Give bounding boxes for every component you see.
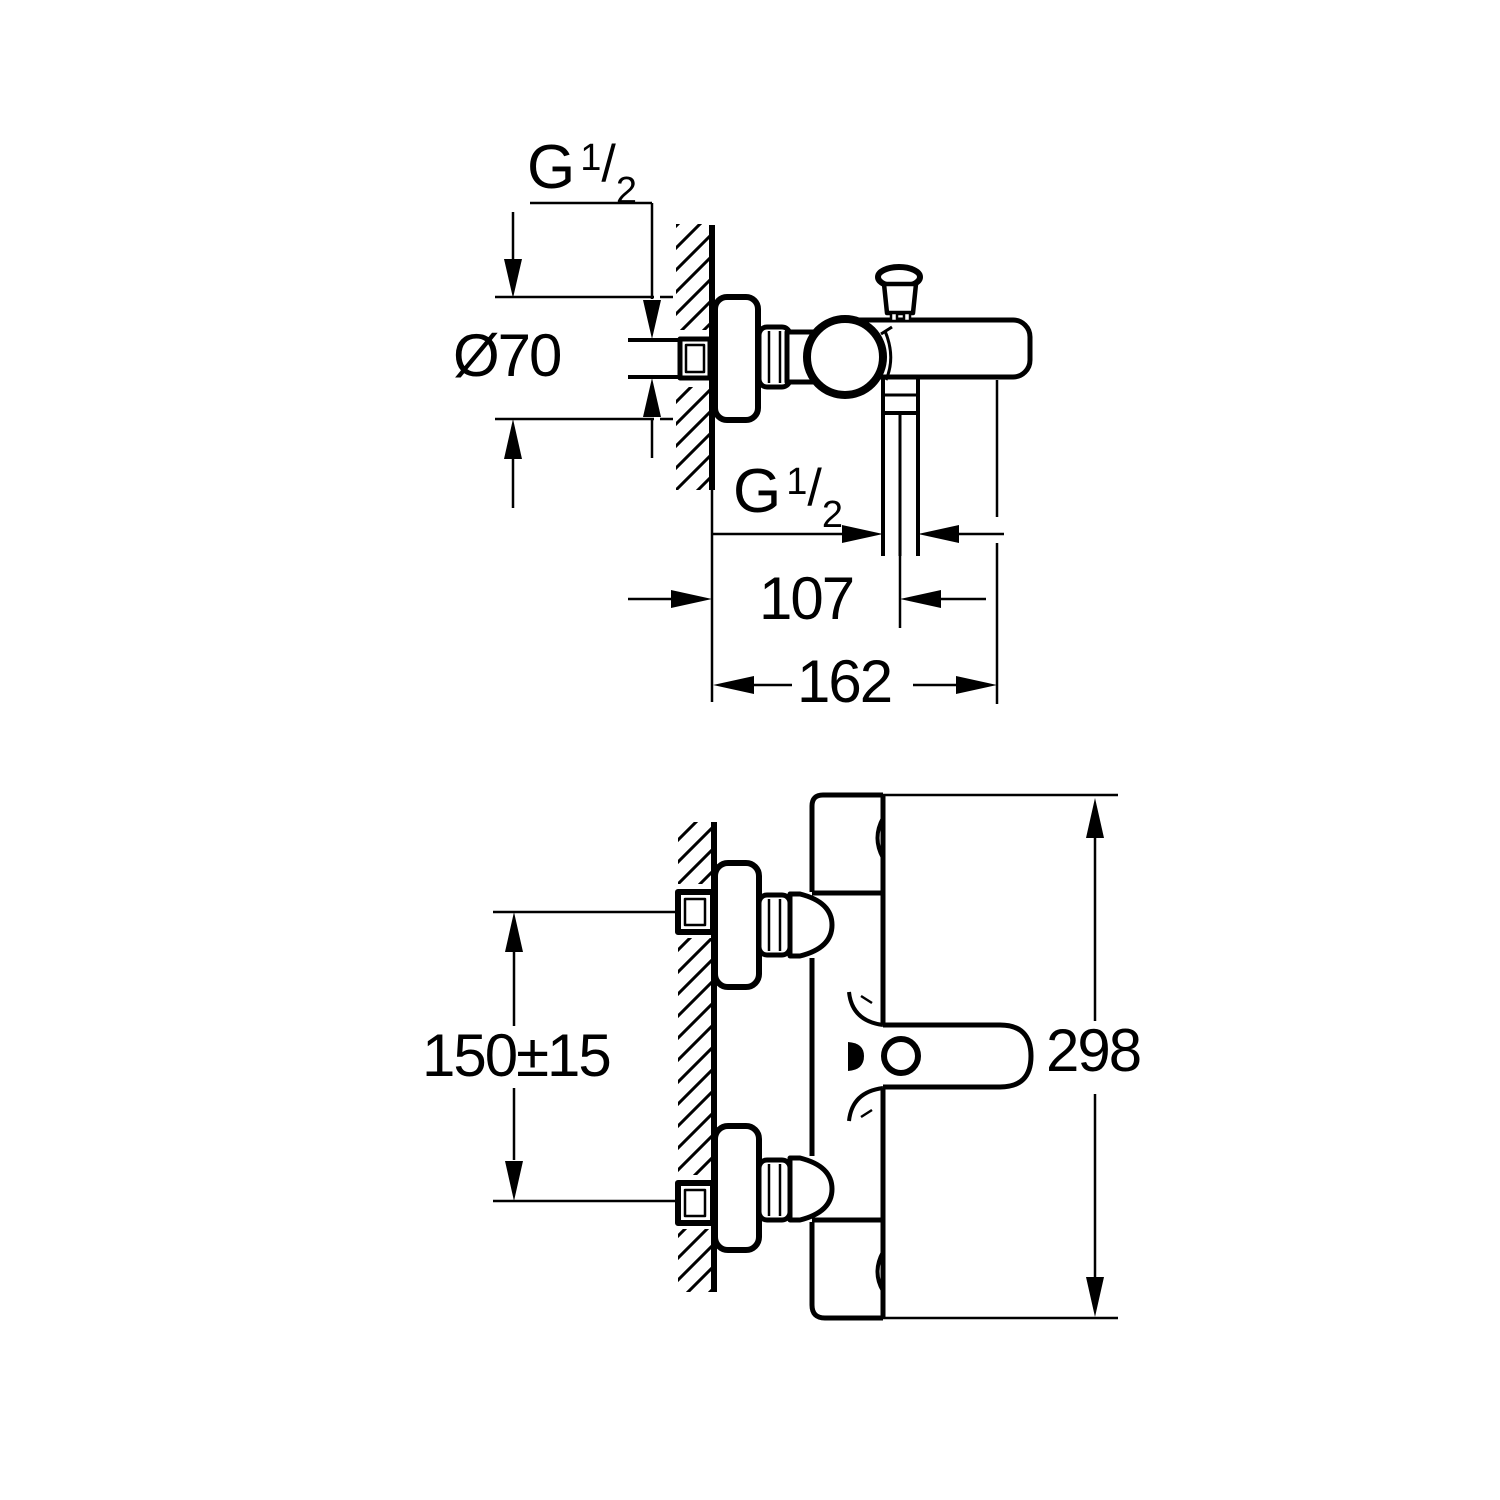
- valve-ball-housing: [803, 315, 887, 399]
- thread-hose-numerator: 1: [786, 461, 808, 503]
- dim-298: [1086, 798, 1104, 1317]
- dimension-label-150-15: 150±15: [420, 1022, 612, 1089]
- extension-lines-front-view: [493, 793, 1118, 1320]
- shower-outlet-hose: [881, 377, 920, 556]
- dim-thread-wall: [530, 201, 661, 458]
- dimension-label-162: 162: [795, 648, 893, 715]
- upper-inlet-cone: [787, 891, 835, 959]
- lower-wall-union: [675, 1180, 716, 1226]
- wall-connection-stub: [628, 336, 713, 381]
- upper-wall-union: [675, 889, 716, 935]
- lever-handle: [847, 991, 1034, 1122]
- thread-wall-numerator: 1: [580, 137, 602, 179]
- thread-hose-denominator: 2: [821, 494, 843, 536]
- thread-wall-base: G: [527, 133, 576, 202]
- thread-wall-slash: /: [601, 135, 616, 193]
- diverter-knob: [875, 264, 923, 323]
- upper-escutcheon: [712, 860, 762, 990]
- dimension-label-298: 298: [1044, 1017, 1142, 1084]
- lower-inlet-cone: [787, 1155, 835, 1223]
- escutcheon-side-view: [712, 294, 761, 423]
- dimension-label-escutcheon-diameter: Ø70: [451, 322, 562, 389]
- lever-hole: [881, 1036, 921, 1076]
- dim-150: [505, 912, 523, 1201]
- union-nut-side-view: [756, 324, 793, 390]
- temperature-stop-button: [848, 1042, 864, 1071]
- thread-wall-denominator: 2: [615, 170, 637, 212]
- dim-escutcheon-diameter: [495, 212, 673, 508]
- dim-thread-hose: [712, 525, 1004, 543]
- thread-hose-base: G: [733, 457, 782, 526]
- dim-162: [713, 676, 997, 694]
- body-detail-arc: [880, 325, 893, 381]
- dimension-label-107: 107: [757, 565, 855, 632]
- dim-107: [628, 590, 986, 608]
- thermostat-body: [809, 792, 886, 1321]
- thread-hose-slash: /: [807, 459, 822, 517]
- lower-escutcheon: [712, 1123, 762, 1253]
- lower-union-nut: [756, 1157, 793, 1223]
- upper-union-nut: [756, 892, 793, 958]
- side-view: [495, 201, 1033, 704]
- front-view: [493, 792, 1118, 1321]
- extension-lines-side-view: [710, 380, 999, 704]
